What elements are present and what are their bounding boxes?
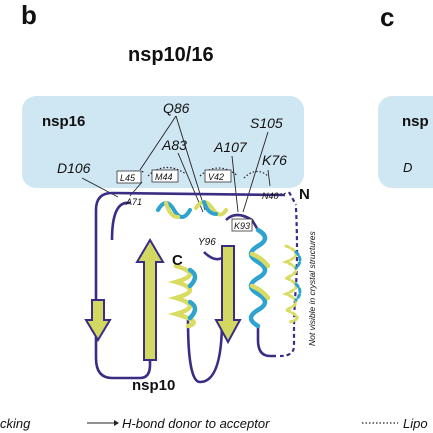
residue-k93: K93	[234, 221, 250, 231]
beta-strand-middle	[135, 238, 165, 361]
lipophilic-contact-n40	[243, 170, 269, 179]
residue-n40: N40	[262, 191, 279, 201]
nsp10-label: nsp10	[132, 377, 175, 394]
residue-d-panel-c: D	[403, 160, 412, 175]
helix-upper	[156, 200, 228, 219]
nsp16-label: nsp16	[42, 113, 85, 130]
c-terminus-label: C	[172, 252, 183, 269]
residue-a83: A83	[161, 137, 187, 153]
residue-box-l45	[116, 170, 142, 184]
helix-right	[248, 227, 271, 329]
residue-m44: M44	[155, 172, 173, 182]
residue-l45: L45	[120, 173, 136, 183]
residue-box-m44	[151, 169, 179, 183]
lipophilic-contact-v42	[199, 167, 239, 177]
residue-a107: A107	[213, 139, 248, 155]
residue-v42: V42	[208, 172, 224, 182]
nsp10-disordered-terminus	[279, 191, 299, 358]
lipophilic-contact-m44	[147, 166, 187, 177]
helix-disordered	[281, 244, 302, 324]
helix-c-terminal	[167, 263, 198, 329]
beta-strand-left	[84, 299, 112, 342]
nsp16-label-panel-c: nsp	[402, 113, 429, 130]
legend-lipo: Lipo	[403, 416, 428, 431]
residue-s105: S105	[250, 115, 283, 131]
beta-strand-right	[214, 245, 242, 345]
residue-box-k93	[231, 218, 253, 232]
n-terminus-label: N	[299, 186, 310, 203]
not-visible-note: Not visible in crystal structures	[307, 230, 317, 346]
panel-letter-b: b	[21, 0, 37, 30]
residue-d106: D106	[57, 160, 91, 176]
legend-hbond: H-bond donor to acceptor	[122, 416, 270, 431]
panel-title: nsp10/16	[128, 44, 214, 66]
residue-a71: A71	[125, 197, 142, 207]
residue-box-v42	[204, 169, 232, 183]
panel-letter-c: c	[380, 2, 395, 32]
residue-k76: K76	[262, 152, 287, 168]
nsp16-region	[22, 96, 304, 188]
legend-hbond-symbol	[87, 420, 119, 426]
nsp10-backbone	[94, 191, 286, 384]
nsp16-region-panel-c	[378, 96, 433, 188]
residue-y96: Y96	[198, 237, 216, 248]
hbond-dashed-n40	[271, 192, 288, 196]
legend-stacking: cking	[0, 416, 31, 431]
residue-q86: Q86	[163, 100, 190, 116]
